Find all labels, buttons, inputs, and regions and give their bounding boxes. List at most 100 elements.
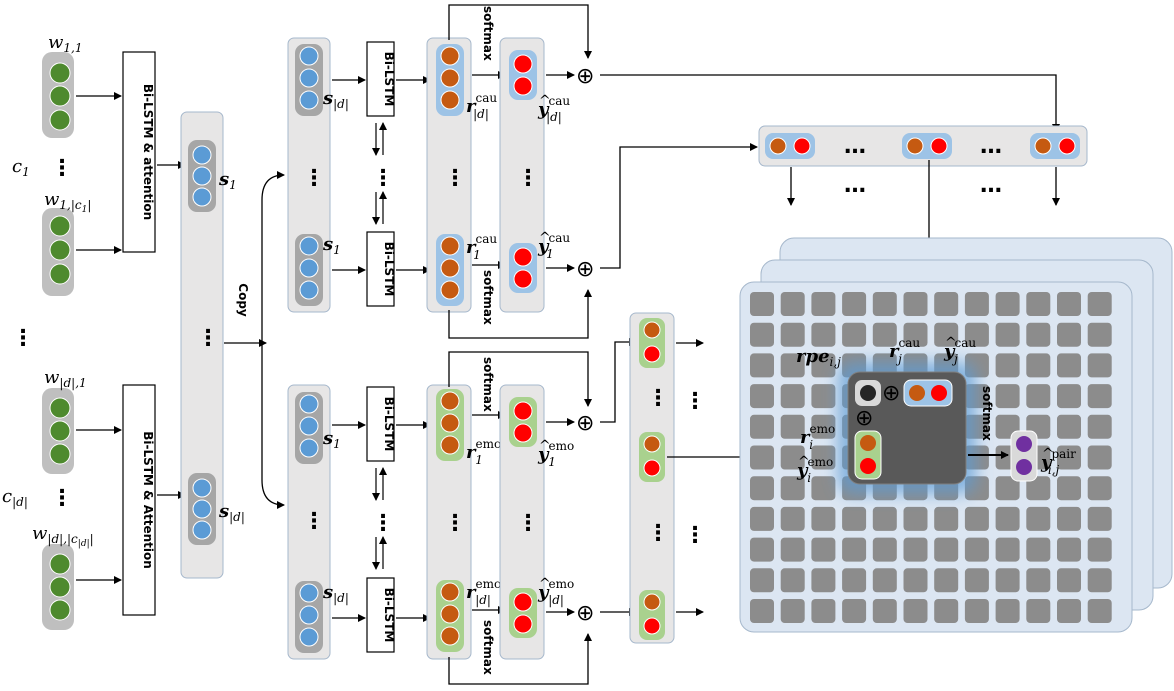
matrix-cell xyxy=(964,292,989,316)
matrix-cell xyxy=(964,599,989,623)
pair-emo-r-dot xyxy=(860,435,876,451)
matrix-cell xyxy=(1087,414,1112,439)
matrix-cell xyxy=(1087,292,1112,316)
matrix-cell xyxy=(903,506,928,531)
concat-op-cause-bottom: ⊕ xyxy=(576,257,594,282)
matrix-cell xyxy=(1026,599,1051,623)
matrix-cell xyxy=(780,292,805,316)
hat-y-emo-1: ^ xyxy=(539,438,551,454)
hdots-cause-pair-1: … xyxy=(844,134,866,159)
clause-panel: s1 s|d| ⋮ xyxy=(180,111,245,579)
matrix-cell xyxy=(995,537,1020,562)
matrix-cell xyxy=(780,353,805,378)
vdots-emo-pair-1: ⋮ xyxy=(647,386,669,411)
matrix-cell xyxy=(750,476,774,501)
matrix-cell xyxy=(1087,506,1112,531)
hidden-state-dot xyxy=(440,626,460,646)
label-cd: c|d| xyxy=(2,486,28,509)
matrix-cell xyxy=(964,568,989,593)
pair-cause-r-dot xyxy=(909,385,925,401)
matrix-cell xyxy=(995,322,1020,347)
prediction-dot xyxy=(513,54,533,74)
matrix-cell xyxy=(1087,353,1112,378)
clause-input-dot xyxy=(299,416,319,436)
clause-input-dot xyxy=(299,258,319,278)
matrix-cell xyxy=(995,568,1020,593)
clause-input-dot xyxy=(299,605,319,625)
hidden-state-dot xyxy=(440,582,460,602)
label-y-cau-d: ycau|d| xyxy=(537,94,570,124)
word-dot xyxy=(49,443,71,465)
hdots-cause-pair-2: … xyxy=(980,134,1002,159)
vdots-cd: ⋮ xyxy=(51,486,73,511)
vdots-cause-hidden: ⋮ xyxy=(444,166,466,191)
matrix-cell xyxy=(842,599,867,623)
label-cause-sd: s|d| xyxy=(322,88,349,111)
emo-bilstm-box-top xyxy=(366,386,395,462)
matrix-cell xyxy=(934,322,959,347)
matrix-cell xyxy=(842,537,867,562)
matrix-cell xyxy=(780,476,805,501)
matrix-cell xyxy=(995,353,1020,378)
copy-branch: Copy xyxy=(224,171,285,509)
matrix-cell xyxy=(1087,445,1112,470)
clause-input-dot xyxy=(299,46,319,66)
matrix-cell xyxy=(1026,353,1051,378)
matrix-cell xyxy=(780,537,805,562)
clause-dot xyxy=(192,166,212,186)
matrix-cell xyxy=(750,506,774,531)
bilstm-attention-label-2: Bi-LSTM & Attention xyxy=(141,431,155,569)
word-dot xyxy=(49,553,71,575)
matrix-cell xyxy=(780,506,805,531)
vdots-emo-pair-arrows-2: ⋮ xyxy=(684,523,706,548)
matrix-cell xyxy=(1057,292,1081,316)
label-w1c1: w1,|c1| xyxy=(44,189,91,215)
matrix-cell xyxy=(995,292,1020,316)
bilstm-attention-box-2 xyxy=(122,384,156,616)
matrix-cell xyxy=(1057,445,1081,470)
word-dot xyxy=(49,576,71,598)
prediction-dot xyxy=(513,247,533,267)
label-wdcd: w|d|,|c|d|| xyxy=(32,523,94,549)
matrix-cell xyxy=(1026,292,1051,316)
matrix-cell xyxy=(1026,476,1051,501)
cause-pair-dot xyxy=(1058,137,1076,155)
cause-bilstm-label-bottom: Bi-LSTM xyxy=(382,242,396,297)
rpe-dot xyxy=(860,385,876,401)
matrix-cell xyxy=(780,414,805,439)
matrix-cell xyxy=(750,414,774,439)
label-c1: c1 xyxy=(12,156,30,179)
matrix-cell xyxy=(750,292,774,316)
matrix-cell xyxy=(811,384,836,409)
matrix-cell xyxy=(1026,537,1051,562)
matrix-cell xyxy=(995,506,1020,531)
bilstm-attention-box-1 xyxy=(122,51,156,253)
matrix-cell xyxy=(811,322,836,347)
matrix-cell xyxy=(1087,322,1112,347)
label-w11: w1,1 xyxy=(48,32,83,55)
concat-op-emo-top: ⊕ xyxy=(576,411,594,436)
matrix-cell xyxy=(1087,384,1112,409)
emo-pair-dot xyxy=(643,593,661,611)
matrix-cell xyxy=(1087,599,1112,623)
matrix-cell xyxy=(1057,384,1081,409)
matrix-cell xyxy=(780,445,805,470)
matrix-cell xyxy=(811,353,836,378)
hat-y-cau-d: ^ xyxy=(539,93,551,109)
cause-pair-dot xyxy=(930,137,948,155)
matrix-cell xyxy=(1057,599,1081,623)
word-dot xyxy=(49,62,71,84)
matrix-cell xyxy=(811,599,836,623)
bilstm-attention-label-1: Bi-LSTM & attention xyxy=(141,84,155,220)
word-dot xyxy=(49,420,71,442)
pair-cause-y-dot xyxy=(931,385,947,401)
clause-input-dot xyxy=(299,394,319,414)
vdots-emo-pred: ⋮ xyxy=(517,511,539,536)
matrix-cell xyxy=(780,599,805,623)
